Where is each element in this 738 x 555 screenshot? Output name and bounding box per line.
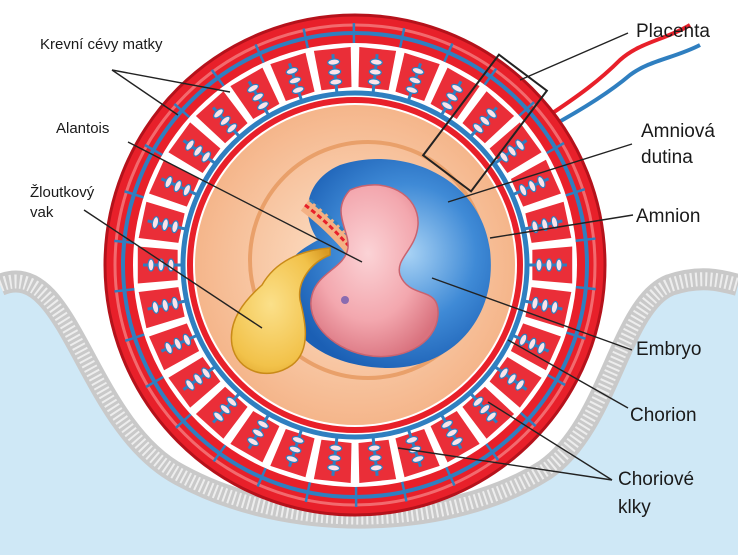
embryo-eye	[341, 296, 349, 304]
label-placenta: Placenta	[636, 20, 710, 44]
label-maternal-vessels: Krevní cévy matky	[40, 36, 163, 55]
label-amniotic-cavity-line1: Amniová	[641, 120, 715, 144]
label-yolk-sac-line1: Žloutkový	[30, 184, 94, 203]
villus-branch	[556, 259, 562, 271]
label-chorionic-villi-line1: Choriové	[618, 468, 694, 492]
label-embryo: Embryo	[636, 338, 701, 362]
label-amnion: Amnion	[636, 205, 700, 229]
villus-branch	[546, 259, 552, 271]
label-chorion: Chorion	[630, 404, 697, 428]
label-allantois: Alantois	[56, 120, 109, 139]
label-amniotic-cavity-line2: dutina	[641, 146, 693, 170]
villus-branch	[536, 259, 542, 271]
villus-branch	[148, 259, 154, 271]
label-yolk-sac-line2: vak	[30, 204, 53, 223]
label-chorionic-villi-line2: klky	[618, 496, 651, 520]
